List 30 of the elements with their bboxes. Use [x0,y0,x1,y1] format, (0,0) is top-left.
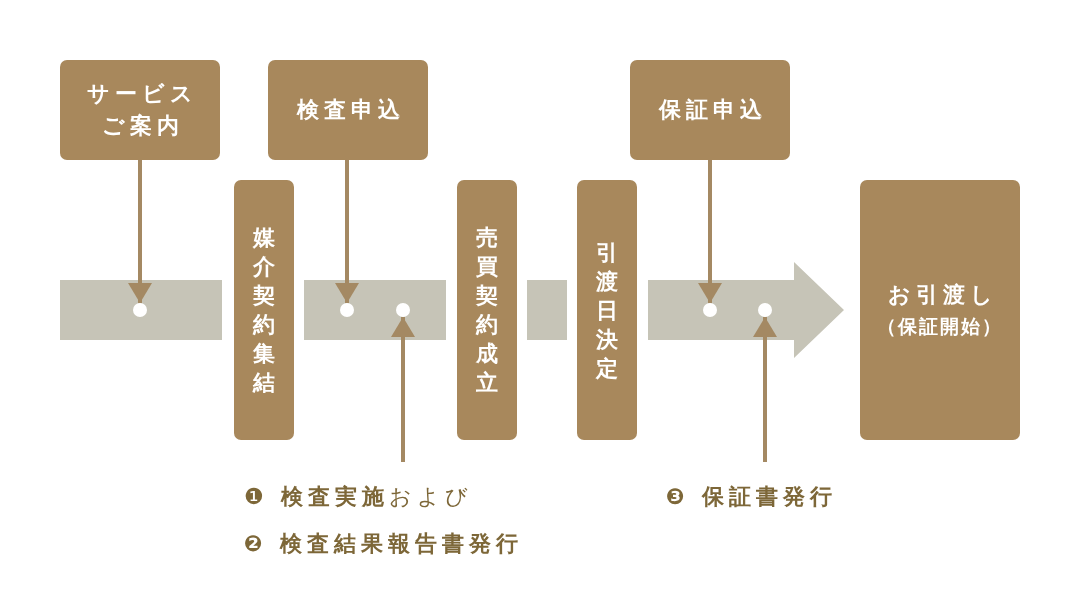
box-label: 売買契約成立 [475,224,499,397]
box-label: サービスご案内 [86,80,199,140]
box-label: 媒介契約集結 [252,224,276,397]
dot-icon [396,303,410,317]
box-label: 検査申込 [295,96,406,124]
box-subtitle: （保証開始） [877,314,1003,339]
note-text: ❷ 検査結果報告書発行 [244,530,524,558]
step-box [60,60,220,160]
timeline-band [60,280,222,340]
arrow [128,160,152,303]
timeline-band [527,280,567,340]
stage-box [577,180,637,440]
note-text: ❶ 検査実施および [244,483,473,511]
box-label: 引渡日決定 [595,238,619,383]
step-box [630,60,790,160]
note-text: ❸ 保証書発行 [666,483,838,511]
timeline-band [304,280,446,340]
stage-box [457,180,517,440]
timeline-arrow [648,262,844,358]
arrow [753,317,777,462]
dot-icon [133,303,147,317]
arrow [698,160,722,303]
step-box [860,180,1020,440]
arrow [391,317,415,462]
step-box [268,60,428,160]
stage-box [234,180,294,440]
box-title: お引渡し [886,281,998,309]
arrow [335,160,359,303]
dot-icon [340,303,354,317]
box-label: 保証申込 [657,96,768,124]
